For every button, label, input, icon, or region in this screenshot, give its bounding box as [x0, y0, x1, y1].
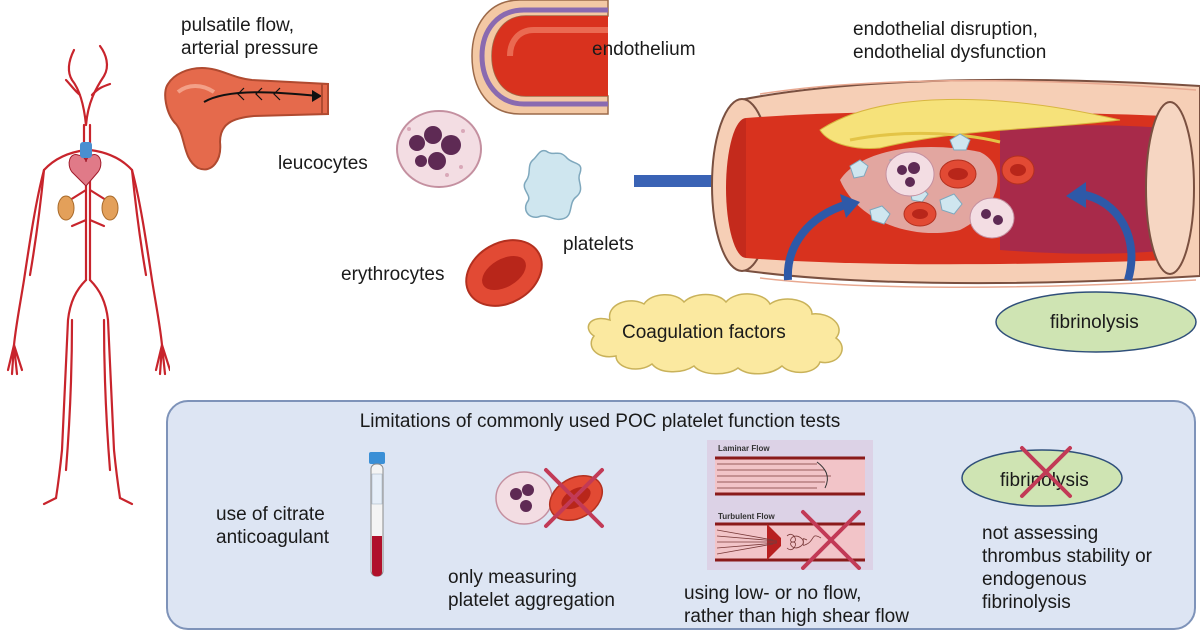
aggregation-label: only measuring platelet aggregation	[448, 567, 615, 611]
limitations-panel	[166, 400, 1196, 630]
crossed-fibrinolysis-text: fibrinolysis	[1000, 470, 1089, 491]
coagulation-cloud-icon	[587, 293, 843, 375]
citrate-label: use of citrate anticoagulant	[216, 504, 330, 548]
platelets-label: platelets	[563, 234, 634, 255]
damaged-vessel-icon	[711, 78, 1200, 289]
crossed-aggregation-icon	[495, 468, 604, 528]
flow-label: using low- or no flow, rather than high …	[684, 583, 909, 627]
pulsatile-flow-label: pulsatile flow, arterial pressure	[181, 15, 319, 59]
not-assessing-label: not assessing thrombus stability or endo…	[982, 523, 1153, 613]
flow-diagram-icon	[715, 456, 865, 570]
limitations-panel-title: Limitations of commonly used POC platele…	[359, 411, 841, 432]
pulsatile-artery-icon	[164, 66, 329, 171]
erythrocyte-icon	[465, 239, 543, 307]
fibrinolysis-ellipse	[995, 291, 1197, 353]
leucocytes-label: leucocytes	[278, 153, 368, 174]
laminar-flow-label: Laminar Flow	[718, 444, 770, 453]
citrate-tube-icon	[369, 452, 385, 577]
fibrinolysis-label: fibrinolysis	[1050, 312, 1139, 333]
endothelium-vessel-icon	[471, 0, 609, 115]
platelet-icon	[523, 149, 582, 221]
cross-mark-icon	[1020, 446, 1072, 498]
coagulation-factors-label: Coagulation factors	[622, 322, 786, 343]
endothelium-label: endothelium	[592, 39, 696, 60]
turbulent-flow-label: Turbulent Flow	[718, 512, 775, 521]
erythrocytes-label: erythrocytes	[341, 264, 445, 285]
human-circulatory-system-icon	[6, 44, 170, 506]
endothelial-disruption-label: endothelial disruption, endothelial dysf…	[853, 19, 1047, 63]
leucocyte-icon	[396, 110, 482, 188]
